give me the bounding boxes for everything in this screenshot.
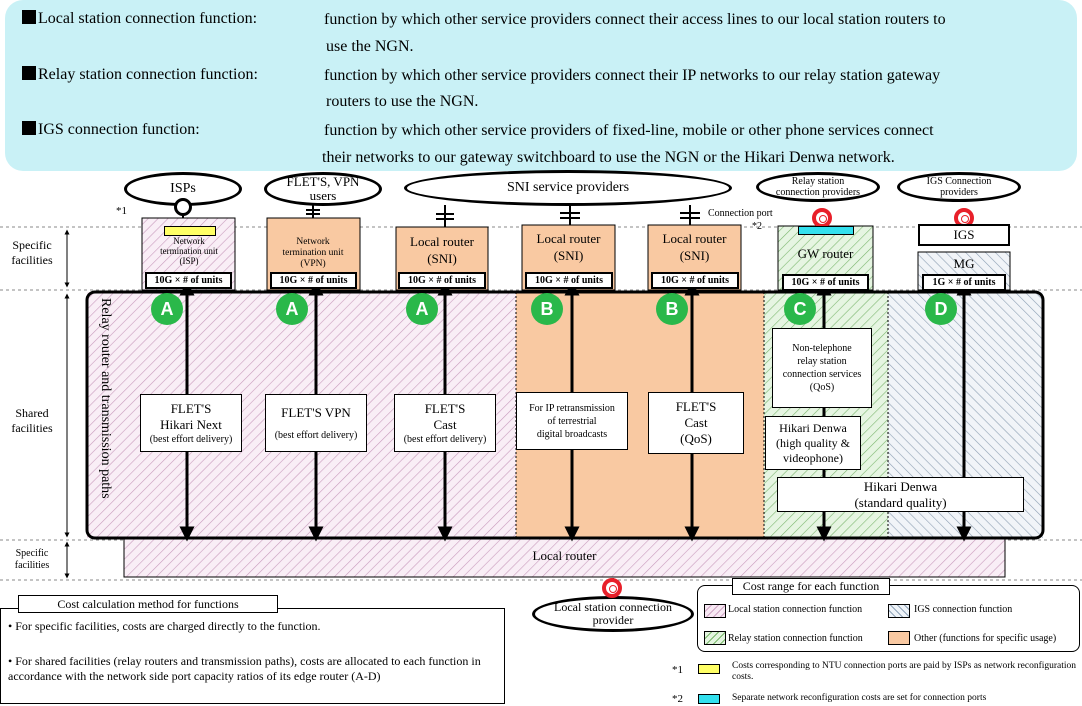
function-desc-local-1: function by which other service provider… xyxy=(324,11,946,28)
edge-circle-b-1: B xyxy=(531,293,563,325)
function-desc-igs-1: function by which other service provider… xyxy=(324,122,934,139)
edge-circle-b-2: B xyxy=(656,293,688,325)
igs-providers-ellipse: IGS Connection providers xyxy=(897,172,1021,202)
sni-service-providers-ellipse: SNI service providers xyxy=(404,170,732,206)
footnote-2-text: Separate network reconfiguration costs a… xyxy=(732,693,987,703)
cost-method-bullet-2: • For shared facilities (relay routers a… xyxy=(8,654,481,683)
units-sni-3: 10G × # of units xyxy=(651,272,739,289)
function-desc-igs-2: their networks to our gateway switchboar… xyxy=(322,149,895,166)
footnote-2-mark: *2 xyxy=(672,693,683,705)
function-desc-relay-1: function by which other service provider… xyxy=(324,67,941,84)
legend-other-label: Other (functions for specific usage) xyxy=(914,633,1057,644)
edge-circle-c: C xyxy=(784,293,816,325)
legend-swatch-relay xyxy=(704,631,726,645)
cost-method-panel xyxy=(0,608,505,704)
local-router-sni-3-label: Local router(SNI) xyxy=(662,231,727,263)
edge-circle-a-3: A xyxy=(406,293,438,325)
local-station-provider-ellipse: Local station connection provider xyxy=(532,596,694,632)
edge-circle-a-2: A xyxy=(276,293,308,325)
cost-method-bullet-1: • For specific facilities, costs are cha… xyxy=(8,619,321,633)
shared-facilities-label: Shared facilities xyxy=(11,406,53,435)
legend-swatch-other xyxy=(888,631,910,645)
igs-box: IGS xyxy=(918,224,1010,246)
legend-swatch-local xyxy=(704,604,726,618)
legend-relay-label: Relay station connection function xyxy=(728,633,863,644)
footnote-2-swatch xyxy=(698,694,720,704)
local-station-port-icon xyxy=(602,578,622,598)
specific-facilities-label-bottom: Specific facilities xyxy=(14,548,50,571)
function-definitions-banner xyxy=(5,0,1077,171)
footnote-1-text: Costs corresponding to NTU connection po… xyxy=(732,661,1077,682)
units-isp: 10G × # of units xyxy=(145,272,232,289)
legend-local-label: Local station connection function xyxy=(728,604,863,615)
units-sni-2: 10G × # of units xyxy=(525,272,613,289)
legend-igs-label: IGS connection function xyxy=(914,604,1013,615)
legend-swatch-igs xyxy=(888,604,910,618)
connection-port-label: Connection port xyxy=(708,208,773,219)
note-star1: *1 xyxy=(116,205,127,217)
note-star2: *2 xyxy=(752,221,762,232)
service-hikari-denwa-standard: Hikari Denwa(standard quality) xyxy=(777,477,1024,512)
relay-router-vertical-label: Relay router and transmission paths xyxy=(98,298,113,499)
footnote-1-swatch xyxy=(698,664,720,674)
local-router-label: Local router xyxy=(532,548,597,563)
function-name-relay: Relay station connection function: xyxy=(22,62,258,88)
service-flets-vpn: FLET'S VPN(best effort delivery) xyxy=(265,394,367,452)
isp-connector-icon xyxy=(174,198,192,216)
units-sni-1: 10G × # of units xyxy=(398,272,486,289)
function-name-igs: IGS connection function: xyxy=(22,117,200,143)
units-mg: 1G × # of units xyxy=(922,274,1006,291)
ntu-port-yellow xyxy=(164,226,216,236)
function-desc-local-2: use the NGN. xyxy=(326,38,414,55)
function-name-local: Local station connection function: xyxy=(22,6,257,32)
units-gw: 10G × # of units xyxy=(782,274,869,291)
gw-router-label: GW router xyxy=(797,246,854,261)
relay-station-providers-ellipse: Relay station connection providers xyxy=(756,172,880,202)
footnote-1-mark: *1 xyxy=(672,664,683,676)
local-router-sni-1-label: Local router(SNI) xyxy=(410,234,474,266)
specific-facilities-label-top: Specific facilities xyxy=(11,238,53,267)
mg-label: MG xyxy=(953,256,975,271)
gw-port-cyan xyxy=(798,226,854,235)
service-hikari-denwa-high-quality: Hikari Denwa(high quality &videophone) xyxy=(765,416,861,470)
edge-circle-d: D xyxy=(925,293,957,325)
function-desc-relay-2: routers to use the NGN. xyxy=(326,93,479,110)
edge-circle-a-1: A xyxy=(151,293,183,325)
local-router-sni-2-label: Local router(SNI) xyxy=(536,231,601,263)
flets-vpn-users-ellipse: FLET'S, VPN users xyxy=(264,172,382,206)
legend-title: Cost range for each function xyxy=(732,578,890,595)
connection-port-icon xyxy=(812,208,832,228)
cost-method-title: Cost calculation method for functions xyxy=(18,595,278,613)
units-vpn: 10G × # of units xyxy=(270,272,357,289)
